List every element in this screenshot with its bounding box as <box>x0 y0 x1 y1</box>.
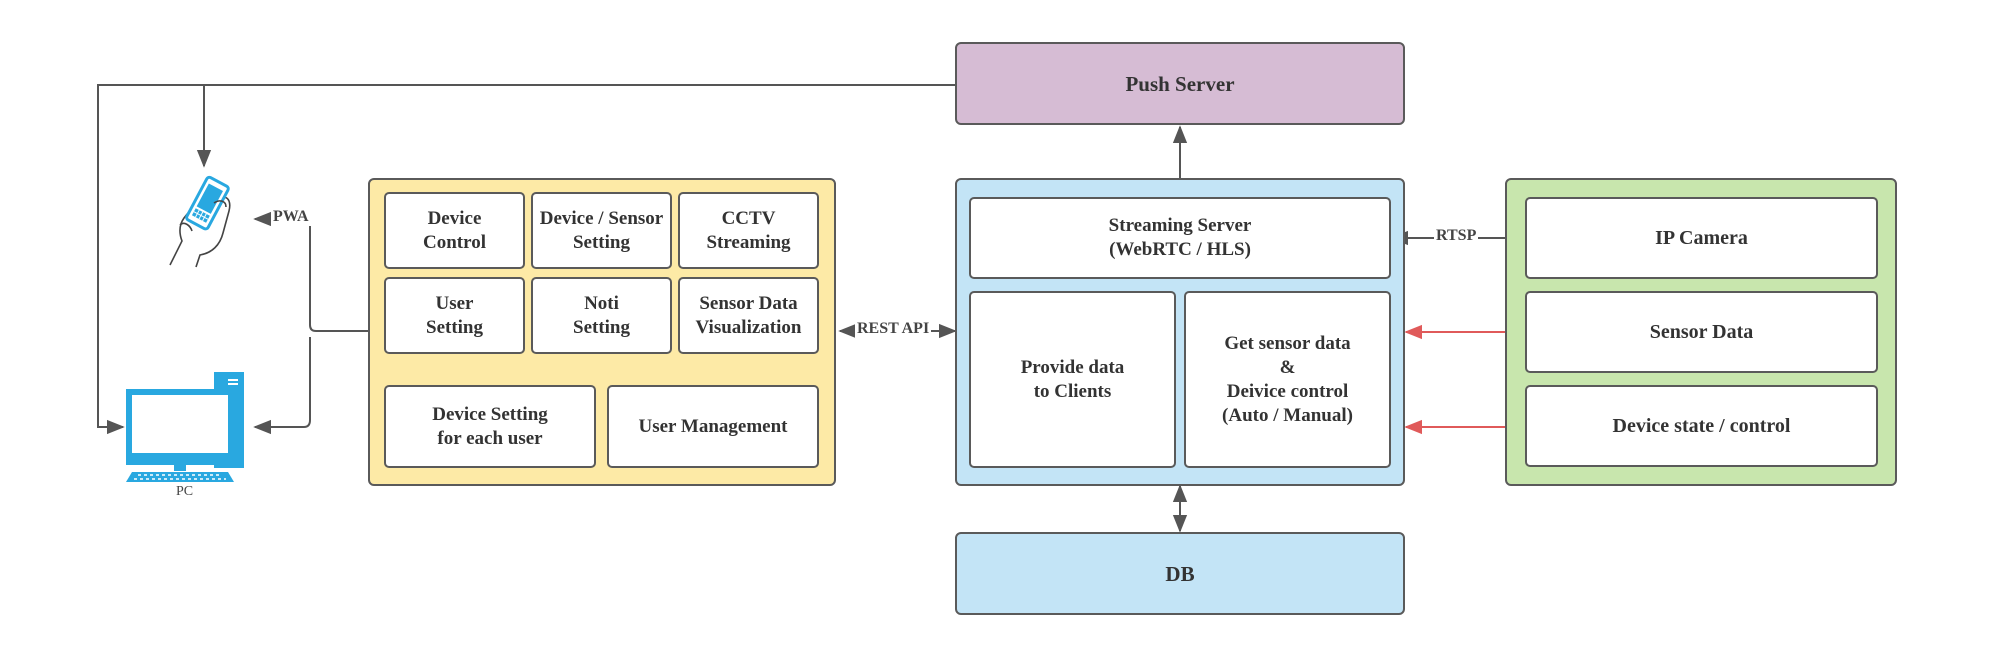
hand-phone-icon <box>169 175 231 268</box>
streaming-server-box: Streaming Server(WebRTC / HLS) <box>969 197 1391 279</box>
device-state-control-box: Device state / control <box>1525 385 1878 467</box>
client-bracket <box>256 218 368 428</box>
rtsp-label: RTSP <box>1434 227 1479 245</box>
db-box: DB <box>955 532 1405 615</box>
sensor-data-box: Sensor Data <box>1525 291 1878 373</box>
module-user-management: User Management <box>607 385 819 468</box>
pc-icon <box>126 372 244 482</box>
pc-label: PC <box>176 484 194 499</box>
pwa-label: PWA <box>271 208 311 226</box>
ip-camera-box: IP Camera <box>1525 197 1878 279</box>
db-label: DB <box>1165 561 1195 586</box>
sensor-control-box: Get sensor data&Deivice control(Auto / M… <box>1184 291 1391 468</box>
push-line <box>97 84 955 435</box>
push-server-label: Push Server <box>1125 71 1235 96</box>
rest-api-label: REST API <box>855 320 932 338</box>
push-server-box: Push Server <box>955 42 1405 125</box>
